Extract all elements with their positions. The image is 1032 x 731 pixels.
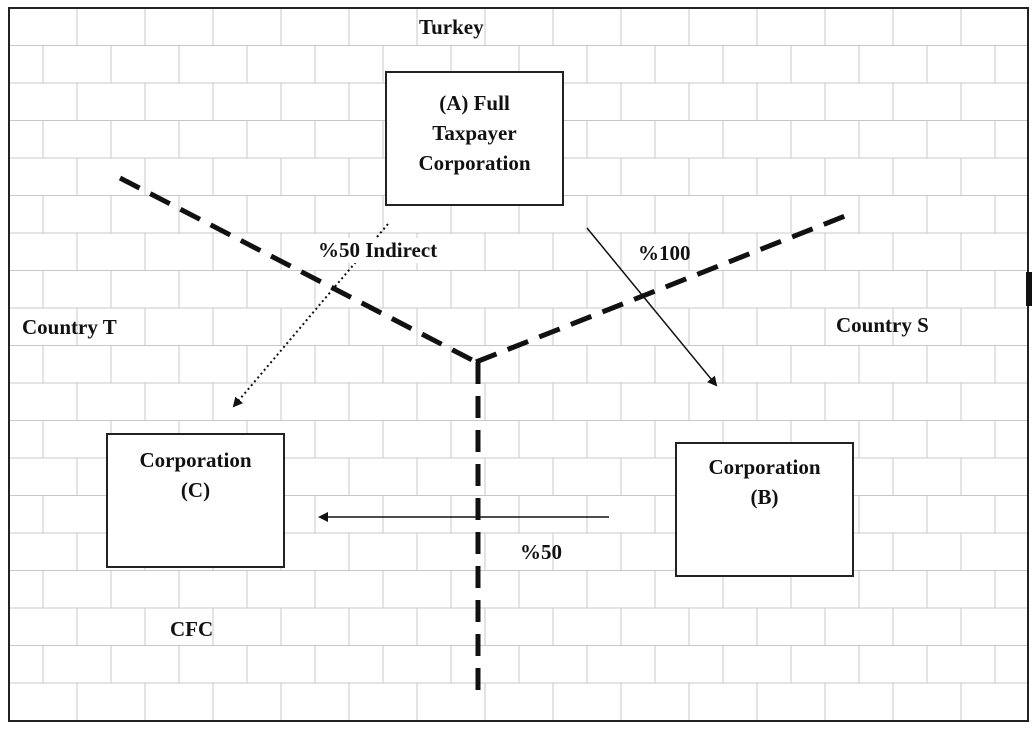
region-cfc-label: CFC — [170, 617, 214, 641]
edge-marker — [1026, 272, 1032, 306]
region-country-t-label: Country T — [22, 315, 117, 339]
entity-c-box: Corporation (C) — [106, 433, 285, 568]
entity-b-box: Corporation (B) — [675, 442, 854, 577]
entity-c-label: Corporation (C) — [139, 448, 252, 502]
entity-b-label: Corporation (B) — [708, 455, 821, 509]
entity-a-label: (A) Full Taxpayer Corporation — [418, 91, 531, 175]
entity-a-box: (A) Full Taxpayer Corporation — [385, 71, 564, 206]
region-country-s-label: Country S — [836, 313, 929, 337]
border-line-right — [475, 213, 846, 365]
outer-frame — [8, 7, 1029, 722]
region-turkey-label: Turkey — [419, 15, 484, 39]
relation-b-to-c-label: %50 — [520, 540, 562, 564]
arrow-a-to-b — [586, 227, 718, 387]
relation-a-to-b-label: %100 — [638, 241, 691, 265]
relation-a-to-c-label: %50 Indirect — [316, 238, 440, 263]
